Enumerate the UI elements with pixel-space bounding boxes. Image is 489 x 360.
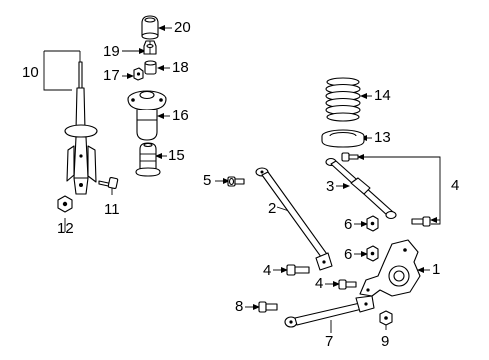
callout-15: 15 [168, 147, 185, 164]
callout-3: 3 [326, 178, 335, 195]
part-14-coil-spring [325, 77, 361, 122]
callout-2: 2 [268, 200, 277, 217]
callout-10: 10 [22, 64, 39, 81]
part-5-bolt [227, 176, 245, 187]
callout-6-lower: 6 [344, 246, 353, 263]
callout-19: 19 [103, 43, 120, 60]
part-10-strut [64, 61, 98, 195]
part-2-control-arm [255, 167, 333, 271]
part-3-upper-arm [325, 157, 397, 220]
callout-4-lower: 4 [315, 275, 324, 292]
part-17-nut [133, 67, 144, 81]
callout-18: 18 [172, 59, 189, 76]
part-7-lower-arm [284, 295, 375, 328]
callout-16: 16 [172, 107, 189, 124]
callout-11: 11 [104, 201, 120, 218]
part-19-nut [143, 40, 157, 55]
callout-8: 8 [235, 298, 244, 315]
callout-1: 1 [432, 261, 441, 278]
callout-7: 7 [325, 333, 334, 350]
part-9-nut [379, 310, 393, 326]
part-1-knuckle [359, 239, 421, 297]
part-16-upper-mount [127, 90, 167, 141]
part-8-bolt [258, 301, 278, 313]
part-20-bump-cap [141, 15, 159, 40]
part-15-bump-stop [135, 142, 161, 177]
part-18-collar [144, 60, 157, 75]
callout-20: 20 [174, 19, 191, 36]
part-6-nuts [366, 215, 379, 262]
callout-5: 5 [203, 172, 212, 189]
callout-4-middle: 4 [263, 262, 272, 279]
callout-14: 14 [374, 87, 391, 104]
callout-9: 9 [381, 333, 390, 350]
callout-4-right: 4 [451, 177, 460, 194]
callout-13: 13 [374, 129, 391, 146]
part-11-bolt [98, 177, 119, 189]
part-12-nut [57, 195, 73, 213]
part-13-spring-insulator [321, 129, 365, 148]
callout-12: 12 [57, 220, 74, 237]
leader-lines [43, 25, 441, 333]
part-4-bolts [286, 152, 431, 290]
callout-6-upper: 6 [344, 216, 353, 233]
callout-17: 17 [103, 67, 120, 84]
